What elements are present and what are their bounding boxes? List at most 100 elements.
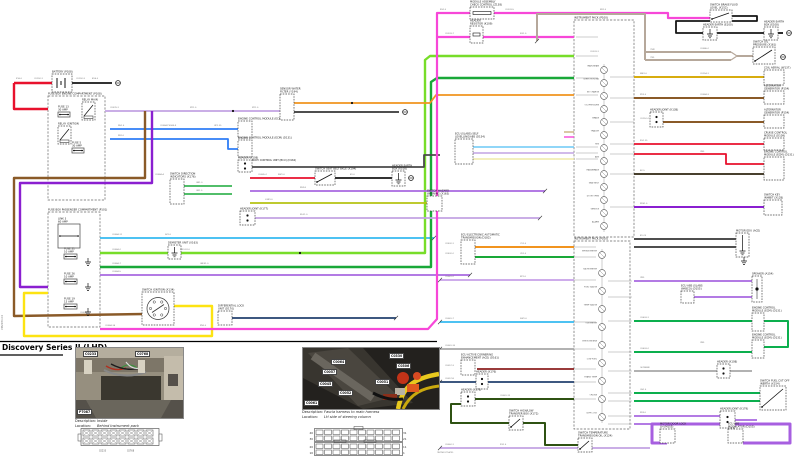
wire-code-label: C0233-1	[590, 51, 599, 53]
switch-blade	[754, 49, 773, 62]
wire-code-label: K16.0	[16, 78, 23, 80]
pin	[341, 435, 349, 441]
pin	[315, 449, 324, 455]
pin	[324, 429, 332, 435]
wire	[634, 153, 764, 165]
component-label: RELAY IGNITION	[58, 122, 79, 126]
wire-code-label: (PR)	[640, 277, 645, 279]
component-label: ECU ACTIVE CORNERING	[461, 353, 493, 357]
pin-x	[119, 430, 126, 436]
component-box	[680, 290, 695, 304]
wire-code-label: UP1.25	[214, 125, 222, 127]
wire-code-label: (PB)	[700, 151, 704, 153]
ignition-pin	[152, 300, 156, 304]
wire-code-label: C0057-8	[445, 378, 454, 380]
pin	[332, 449, 341, 455]
pin	[375, 449, 383, 455]
component-label: HEADER (K108)	[238, 156, 258, 160]
junction-dot	[298, 251, 302, 255]
page-title: Discovery Series II (LHD)	[2, 343, 108, 352]
lamp-filament	[601, 223, 607, 229]
pin-number: 21	[403, 437, 407, 441]
fuse-end	[59, 113, 61, 116]
lamp-filament	[599, 270, 605, 276]
switch-contact	[316, 181, 318, 183]
component-label: SWITCH KEY	[764, 193, 780, 197]
component-label: HEADER (K176)	[476, 370, 496, 374]
description-value: Inside	[97, 419, 108, 423]
resistor-symbol	[472, 32, 481, 37]
pin-x	[146, 430, 153, 436]
component-box	[716, 363, 731, 379]
component-label: FUSE BOX PASSENGER COMPARTMENT (P101)	[48, 208, 107, 212]
wire	[110, 138, 238, 150]
component-box	[47, 211, 101, 328]
lamp-label: TRANS TEMP	[584, 376, 598, 379]
wire-code-label: (TW)	[650, 49, 655, 51]
wire	[18, 111, 154, 289]
lamp-label: FUEL GAUGE	[584, 286, 598, 289]
component-box	[475, 373, 489, 390]
lamp-label: HANDBRAKE	[586, 169, 599, 172]
pin	[349, 429, 358, 435]
pin	[349, 443, 358, 449]
pin	[383, 449, 392, 455]
wire-code-label: PRS1.0	[640, 203, 648, 205]
lamp-filament	[601, 197, 607, 203]
component-label: WARNING (X165)	[427, 192, 449, 196]
component-label: FUSE BOX ENGINE COMPARTMENT (P108)	[48, 92, 102, 96]
pin	[315, 443, 324, 449]
resistor-symbol	[472, 11, 492, 15]
switch-contact	[510, 426, 512, 428]
pin-x	[110, 430, 117, 436]
wire	[764, 320, 789, 348]
component-label: HEADER EARTH (E100)	[703, 23, 733, 27]
switch-blade	[711, 12, 730, 20]
lamp-filament	[599, 306, 605, 312]
component-label: ECU ABS (SLABS	[681, 284, 703, 288]
component-label: ENGINE CONTROL	[764, 150, 788, 154]
connector-tag: C0330	[389, 353, 405, 359]
component-label: FUSE 13	[58, 105, 69, 109]
component-box	[763, 156, 785, 181]
component-box	[237, 159, 253, 173]
component-box	[763, 90, 785, 105]
wire-code-label: RS1.25	[640, 140, 648, 142]
switch-contact	[711, 18, 713, 20]
component-box	[217, 310, 233, 326]
location-value: LH side of steering column	[324, 415, 371, 419]
lamp-label: TRAILER	[591, 130, 600, 133]
lamp-label: ODOMETER	[585, 323, 597, 325]
lamp-filament	[601, 184, 607, 190]
wire-code-label: C0584-11	[112, 234, 123, 236]
component-label: COIL AERIAL (W137)	[764, 66, 790, 70]
wire-code-label: WB1.0	[640, 73, 647, 75]
component-label: 10 AMP	[64, 275, 74, 279]
component-label: SWITCH OIL	[753, 40, 769, 44]
pin-x	[128, 430, 135, 436]
wire-code-label: PR3.0	[640, 412, 647, 414]
wire-code-label: C0584-3	[700, 94, 709, 96]
wire-code-label: GS1.0	[640, 389, 647, 391]
component-label: LINK 3	[58, 217, 67, 221]
component-label: GENERATOR (P154)	[764, 111, 789, 115]
wire-code-label: RW1.0	[278, 174, 285, 176]
pinout-tab	[333, 439, 347, 443]
wire-code-label: GR/LG1.0	[180, 249, 191, 251]
wire-code-label: KLG1.0	[300, 214, 308, 216]
component-label: LEVEL (X152)	[710, 6, 728, 10]
continuation-slash	[437, 319, 443, 325]
wire-code-label: B1.0	[350, 174, 355, 176]
lamp-filament	[599, 288, 605, 294]
component-label: CHECK CONTROL (Z138)	[470, 3, 502, 7]
component-label: ENGINE CONTROL	[752, 306, 776, 310]
continuation-slash	[542, 188, 548, 194]
wire-code-label: C0233-5	[505, 9, 514, 11]
lamp-label: SERVICE	[591, 209, 600, 211]
pinout-sublabel: C0768	[127, 450, 135, 453]
fuse-end	[65, 255, 67, 258]
component-label: INSTRUMENT PACK (P100)	[574, 16, 608, 20]
component-box	[237, 120, 253, 139]
lamp-label: ABS	[595, 156, 600, 159]
lamp-label: CHECK ENGINE	[582, 341, 598, 343]
